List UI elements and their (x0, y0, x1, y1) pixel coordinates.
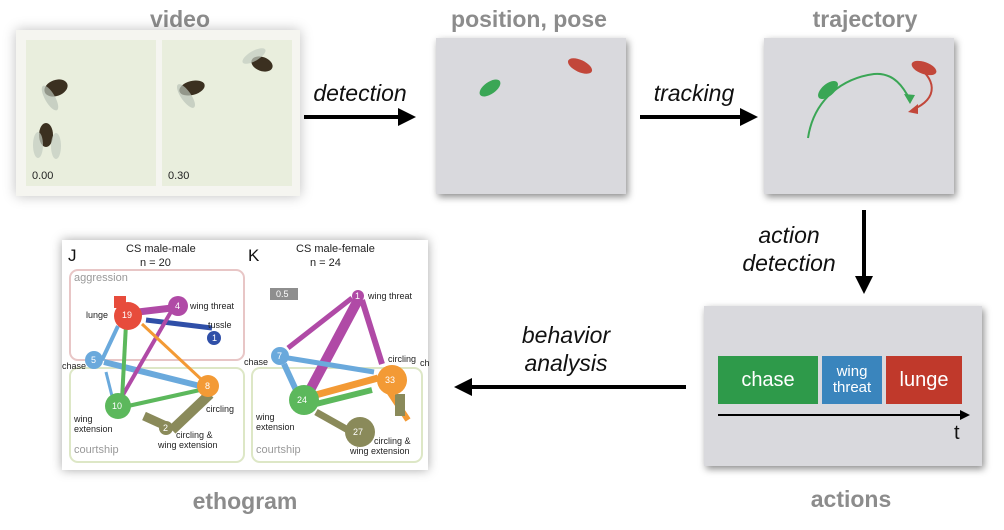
panel-j-node-circling-wing-ext-label-2: wing extension (158, 440, 218, 450)
action-wing-threat-box: wing threat (822, 356, 882, 404)
panel-k-region-courtship: courtship (256, 444, 301, 456)
step-label-behavior: behavior (521, 322, 611, 348)
arrow-tracking (640, 108, 758, 126)
panel-k-n: n = 24 (310, 257, 341, 269)
panel-j-node-wing-extension-label-1: wing (74, 414, 93, 424)
ethogram-panel: J CS male-male n = 20 (62, 240, 430, 470)
actions-panel: chase wing threat lunge t (704, 306, 982, 466)
action-wing-threat-label-1: wing (836, 363, 868, 380)
stage-title-position-pose: position, pose (451, 6, 607, 32)
panel-k-node-circling-value: 33 (385, 375, 396, 385)
panel-k-node-wing-threat-label: wing threat (368, 291, 413, 301)
action-chase-box: chase (718, 356, 818, 404)
step-label-behavior-analysis: analysis (524, 350, 608, 376)
ethogram-graph (69, 269, 423, 463)
panel-j-node-lunge-value: 19 (122, 310, 133, 320)
time-axis-label: t (954, 422, 960, 444)
panel-k-cut-off-label: ch (420, 358, 430, 368)
timestamp-frame-2: 0.30 (168, 170, 190, 182)
fly-green-marker (479, 79, 501, 97)
step-label-action: action (758, 222, 820, 248)
panel-k-node-wing-extension-label-2: extension (256, 422, 295, 432)
arrow-action-detection (855, 210, 873, 294)
panel-k-letter: K (248, 246, 260, 265)
panel-j-node-wing-extension-label-2: extension (74, 424, 113, 434)
action-lunge-label: lunge (899, 368, 949, 391)
position-pose-panel (436, 38, 626, 194)
step-label-action-detection: detection (742, 250, 836, 276)
panel-j-node-tussle-label: tussle (208, 320, 232, 330)
fly-red-marker (567, 58, 593, 74)
panel-j-node-chase-value: 5 (91, 355, 97, 365)
fly-images-frame-2 (176, 48, 273, 108)
panel-k-scale: 0.5 (276, 289, 289, 299)
stage-title-ethogram: ethogram (192, 488, 298, 514)
panel-j-node-wing-threat-label: wing threat (190, 301, 235, 311)
step-label-detection: detection (313, 80, 407, 106)
video-frame-1: 0.00 (26, 40, 156, 186)
panel-j-node-tussle-value: 1 (212, 333, 218, 343)
panel-j-node-wing-threat-value: 4 (175, 301, 181, 311)
fly-pose-markers (479, 58, 593, 97)
panel-k-node-circling-wing-ext-label-1: circling & (374, 436, 411, 446)
panel-k-title: CS male-female (296, 243, 375, 255)
panel-k-node-circling-label: circling (388, 354, 417, 364)
trajectory-panel (764, 38, 954, 194)
panel-j-node-wing-extension-value: 10 (112, 401, 123, 411)
fly-images-frame-1 (33, 79, 68, 159)
panel-k-node-chase-label: chase (244, 357, 269, 367)
panel-j-title: CS male-male (126, 243, 196, 255)
panel-j-node-circling-wing-ext-label-1: circling & (176, 430, 213, 440)
panel-j-node-chase-label: chase (62, 361, 87, 371)
stage-title-trajectory: trajectory (812, 6, 918, 32)
panel-k-node-chase-value: 7 (277, 351, 283, 361)
panel-j-node-circling-label: circling (206, 404, 235, 414)
panel-j-node-circling-wing-ext-value: 2 (163, 423, 169, 433)
panel-k-node-wing-extension-label-1: wing (256, 412, 275, 422)
action-lunge-box: lunge (886, 356, 962, 404)
video-panel: 0.00 0.30 (16, 30, 300, 196)
arrow-detection (304, 108, 416, 126)
panel-j-letter: J (68, 246, 77, 265)
arrow-behavior-analysis (454, 378, 686, 396)
panel-k-node-wing-threat-value: 1 (355, 291, 361, 301)
panel-j-n: n = 20 (140, 257, 171, 269)
panel-j-region-courtship: courtship (74, 444, 119, 456)
panel-k-node-wing-extension-value: 24 (297, 395, 308, 405)
video-frame-2: 0.30 (162, 40, 292, 186)
trajectory-plot (807, 60, 937, 139)
time-axis (718, 410, 970, 420)
action-wing-threat-label-2: threat (832, 379, 872, 396)
step-label-tracking: tracking (653, 80, 735, 106)
stage-title-video: video (149, 6, 211, 32)
panel-j-region-aggression: aggression (74, 272, 128, 284)
action-chase-label: chase (741, 368, 795, 391)
panel-j-node-lunge-label: lunge (86, 310, 109, 320)
panel-k-node-circling-wing-ext-label-2: wing extension (350, 446, 410, 456)
stage-title-actions: actions (810, 486, 892, 512)
panel-k-node-circling-wing-ext-value: 27 (353, 427, 364, 437)
panel-j-node-circling-value: 8 (205, 381, 211, 391)
timestamp-frame-1: 0.00 (32, 170, 54, 182)
